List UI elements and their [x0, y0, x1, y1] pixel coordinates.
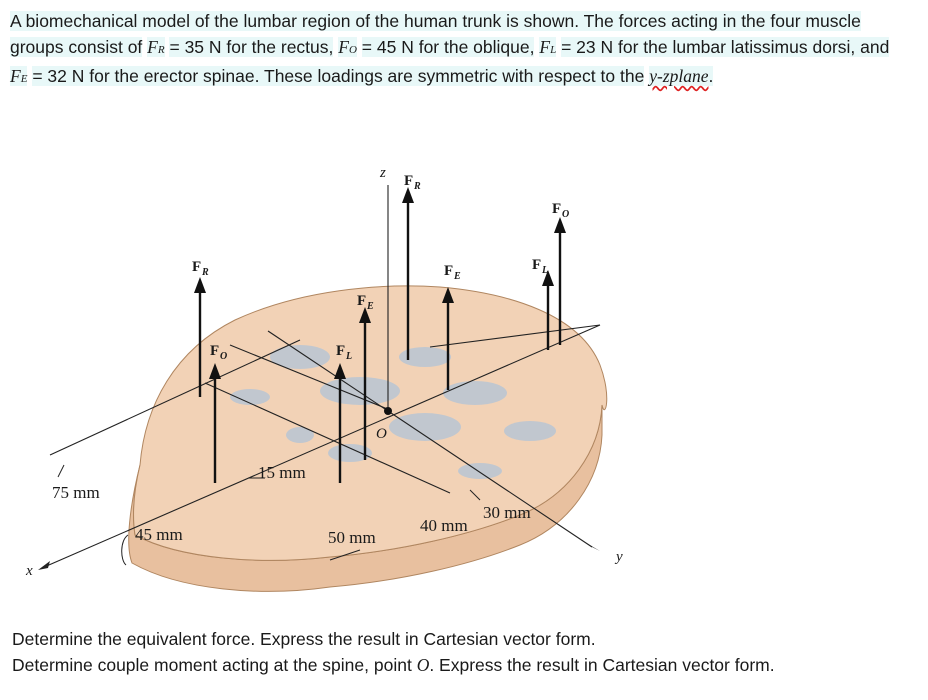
fl-value: = 23 N for the lumbar latissimus dorsi, …: [561, 37, 890, 57]
svg-text:F: F: [210, 343, 219, 359]
svg-text:E: E: [453, 271, 461, 282]
question-1: Determine the equivalent force. Express …: [12, 629, 596, 649]
fo-value: = 45 N for the oblique,: [361, 37, 535, 57]
fl-symbol: F: [539, 37, 551, 57]
svg-text:O: O: [220, 351, 227, 362]
svg-text:F: F: [404, 173, 413, 189]
fe-value: = 32 N for the erector spinae. These loa…: [32, 66, 645, 86]
force-arrowhead-fr-right: [402, 187, 414, 203]
svg-text:F: F: [532, 257, 541, 273]
question-2-text: Determine couple moment acting at the sp…: [12, 655, 412, 675]
problem-statement: A biomechanical model of the lumbar regi…: [10, 8, 905, 92]
svg-text:F: F: [336, 343, 345, 359]
fr-subscript: R: [157, 44, 165, 56]
dim-15mm: 15 mm: [258, 463, 306, 482]
force-arrowhead-fl-right: [542, 270, 554, 286]
fe-subscript: E: [20, 73, 28, 85]
svg-text:F: F: [444, 263, 453, 279]
y-axis-arrowhead: [588, 544, 600, 551]
origin-point: [384, 407, 392, 415]
y-axis-label: y: [614, 549, 623, 565]
svg-text:O: O: [562, 209, 569, 220]
dim-30mm: 30 mm: [483, 503, 531, 522]
force-arrowhead-fe-left: [359, 307, 371, 323]
svg-text:R: R: [201, 267, 209, 278]
fr-value: = 35 N for the rectus,: [169, 37, 334, 57]
point-o-symbol: O: [416, 655, 430, 675]
dim-tick-75: [57, 464, 65, 478]
dim-75mm: 75 mm: [52, 483, 100, 502]
plane-symbol: y-zplane: [649, 66, 709, 86]
slab-top: [133, 285, 608, 561]
dim-50mm: 50 mm: [328, 528, 376, 547]
z-axis-label: z: [379, 165, 386, 181]
axis-lines: [41, 185, 601, 569]
fl-subscript: L: [550, 44, 557, 56]
origin-label: O: [376, 426, 387, 442]
plane-end: .: [708, 66, 714, 86]
fr-symbol: F: [147, 37, 158, 57]
force-arrowhead-fo-left: [209, 363, 221, 379]
dim-40mm: 40 mm: [420, 516, 468, 535]
dim-tick-45: [121, 534, 129, 566]
fo-symbol: F: [338, 37, 349, 57]
x-axis-arrowhead: [38, 561, 50, 570]
svg-text:F: F: [192, 259, 201, 275]
svg-text:F: F: [357, 293, 366, 309]
dim-45mm: 45 mm: [135, 525, 183, 544]
fo-subscript: O: [348, 44, 357, 56]
force-arrowhead-fr-left: [194, 277, 206, 293]
svg-text:L: L: [541, 265, 548, 276]
svg-text:F: F: [552, 201, 561, 217]
fe-symbol: F: [10, 66, 21, 86]
dim-tick-50: [329, 549, 361, 561]
questions: Determine the equivalent force. Express …: [12, 626, 775, 678]
force-arrowhead-fl-left: [334, 363, 346, 379]
question-2-end: . Express the result in Cartesian vector…: [429, 655, 775, 675]
x-axis-label: x: [25, 563, 33, 579]
svg-text:E: E: [366, 301, 374, 312]
force-arrowhead-fe-right: [442, 287, 454, 303]
force-arrowhead-fo-right: [554, 217, 566, 233]
question-2: Determine couple moment acting at the sp…: [12, 652, 775, 678]
svg-text:R: R: [413, 181, 421, 192]
dim-tick-30: [469, 489, 481, 501]
svg-text:L: L: [345, 351, 352, 362]
